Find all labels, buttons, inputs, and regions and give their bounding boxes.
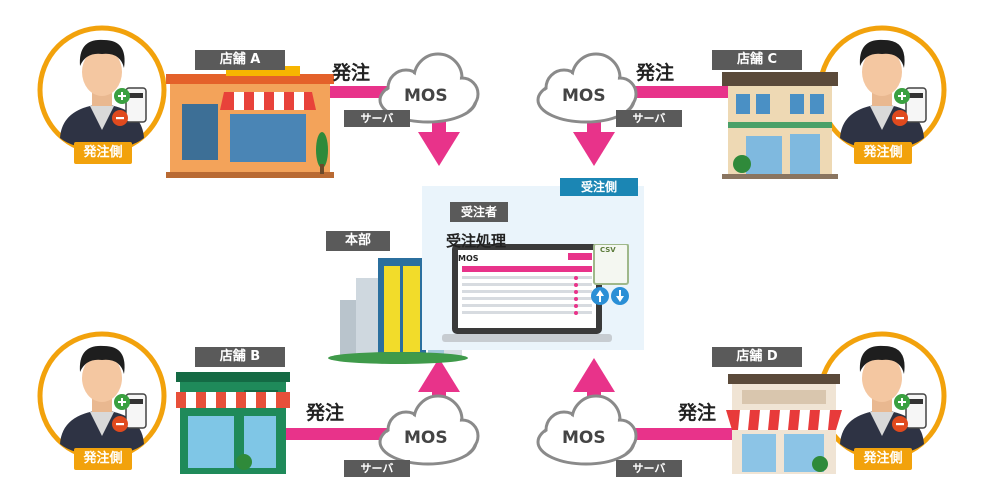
store-a-building [166,66,334,178]
cloud-brand-c: MOS [562,86,606,106]
csv-icon: CSV [600,246,616,254]
store-b-building [176,372,290,474]
store-c-label: 店舗 C [712,50,802,70]
store-b-label: 店舗 B [195,347,285,367]
server-label-b: サーバ [344,460,410,477]
laptop-illustration [442,244,629,342]
store-d-building [726,374,842,474]
orderer-label-c: 発注側 [854,142,912,164]
laptop-brand: MOS [458,254,479,263]
orderer-label-a: 発注側 [74,142,132,164]
order-label-a: 発注 [332,62,371,84]
order-label-b: 発注 [306,402,345,424]
order-label-d: 発注 [678,402,717,424]
server-label-d: サーバ [616,460,682,477]
receiver-side-label: 受注側 [560,178,638,196]
cloud-brand-d: MOS [562,428,606,448]
receiver-tag: 受注者 [450,202,508,222]
order-label-c: 発注 [636,62,675,84]
cloud-brand-b: MOS [404,428,448,448]
receiver-title: 受注処理 [446,232,507,250]
store-a-label: 店舗 A [195,50,285,70]
orderer-label-d: 発注側 [854,448,912,470]
hq-label: 本部 [326,231,390,251]
orderer-label-b: 発注側 [74,448,132,470]
store-c-building [722,72,838,179]
cloud-brand-a: MOS [404,86,448,106]
server-label-a: サーバ [344,110,410,127]
server-label-c: サーバ [616,110,682,127]
receiver-panel: MOS CSV [422,186,644,350]
store-d-label: 店舗 D [712,347,802,367]
